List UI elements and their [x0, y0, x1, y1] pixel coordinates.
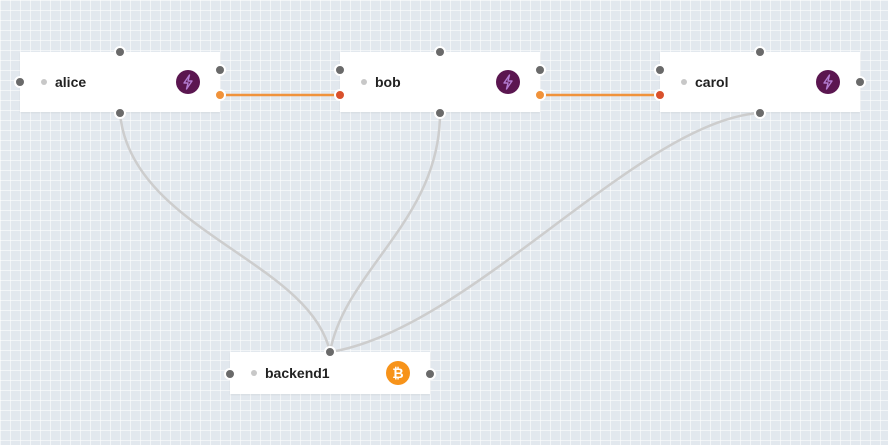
backend-link-alice[interactable] [118, 112, 332, 353]
port-right-upper[interactable] [534, 64, 546, 76]
status-dot [41, 79, 47, 85]
port-channel-out[interactable] [214, 89, 226, 101]
backend-link-bob[interactable] [328, 112, 442, 353]
port-left-upper[interactable] [654, 64, 666, 76]
port-top[interactable] [434, 46, 446, 58]
port-top[interactable] [324, 346, 336, 358]
status-dot [681, 79, 687, 85]
port-right[interactable] [424, 368, 436, 380]
port-left[interactable] [14, 76, 26, 88]
bitcoin-glyph: ₿ [392, 365, 404, 382]
lightning-icon [816, 70, 840, 94]
node-label: bob [375, 74, 401, 90]
node-carol[interactable]: carol [654, 46, 866, 119]
port-right[interactable] [854, 76, 866, 88]
port-left-upper[interactable] [334, 64, 346, 76]
node-label: alice [55, 74, 87, 90]
port-top[interactable] [114, 46, 126, 58]
port-left[interactable] [224, 368, 236, 380]
bitcoin-icon: ₿ [386, 361, 410, 385]
lightning-icon [176, 70, 200, 94]
status-dot [251, 370, 257, 376]
lightning-icon [496, 70, 520, 94]
port-channel-in[interactable] [334, 89, 346, 101]
node-backend1[interactable]: backend1 ₿ [224, 346, 436, 394]
port-top[interactable] [754, 46, 766, 58]
port-bottom[interactable] [754, 107, 766, 119]
port-channel-out[interactable] [534, 89, 546, 101]
node-bob[interactable]: bob [334, 46, 546, 119]
node-alice[interactable]: alice [14, 46, 226, 119]
node-label: carol [695, 74, 729, 90]
port-channel-in[interactable] [654, 89, 666, 101]
backend-link-carol[interactable] [329, 111, 761, 354]
port-bottom[interactable] [114, 107, 126, 119]
port-bottom[interactable] [434, 107, 446, 119]
node-label: backend1 [265, 365, 330, 381]
status-dot [361, 79, 367, 85]
port-right-upper[interactable] [214, 64, 226, 76]
